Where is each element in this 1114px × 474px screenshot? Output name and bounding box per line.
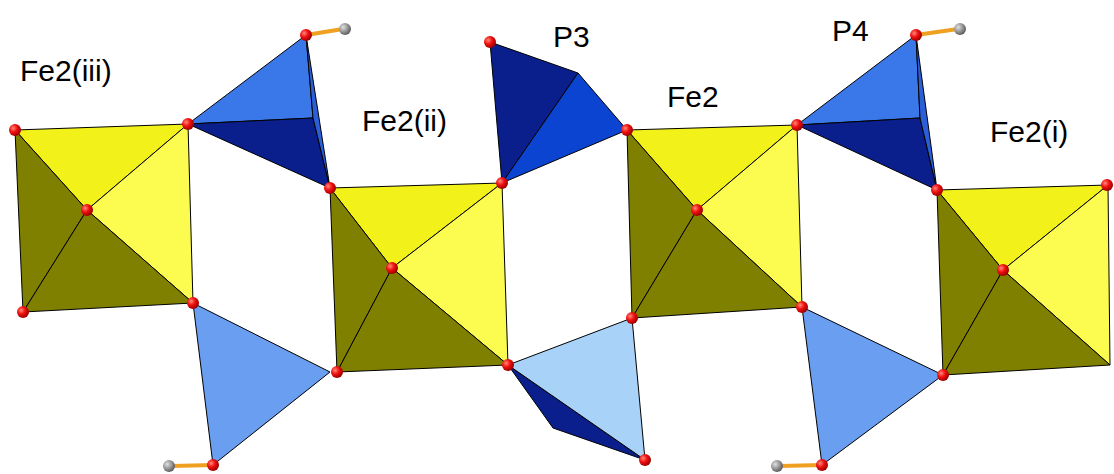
fe-octahedron: [15, 124, 193, 312]
atom-label: Fe2: [667, 82, 719, 112]
atom-label: Fe2(i): [990, 117, 1068, 147]
fe-octahedron: [627, 125, 802, 318]
atom-label: Fe2(ii): [362, 106, 447, 136]
oxygen-atom: [9, 29, 1113, 471]
atom-label: P4: [832, 16, 869, 46]
hydrogen-atom: [163, 23, 966, 472]
p-tetrahedron: [193, 303, 330, 465]
oh-bond: [172, 29, 958, 466]
p-tetrahedron: [188, 35, 330, 188]
p-tetrahedron: [797, 35, 937, 190]
atom-label: P3: [553, 22, 590, 52]
fe-octahedron: [330, 183, 508, 372]
p-tetrahedron: [802, 307, 943, 465]
p-tetrahedron: [508, 318, 645, 460]
p-tetrahedron: [490, 42, 627, 183]
fe-octahedron: [937, 185, 1110, 375]
atom-label: Fe2(iii): [20, 56, 112, 86]
